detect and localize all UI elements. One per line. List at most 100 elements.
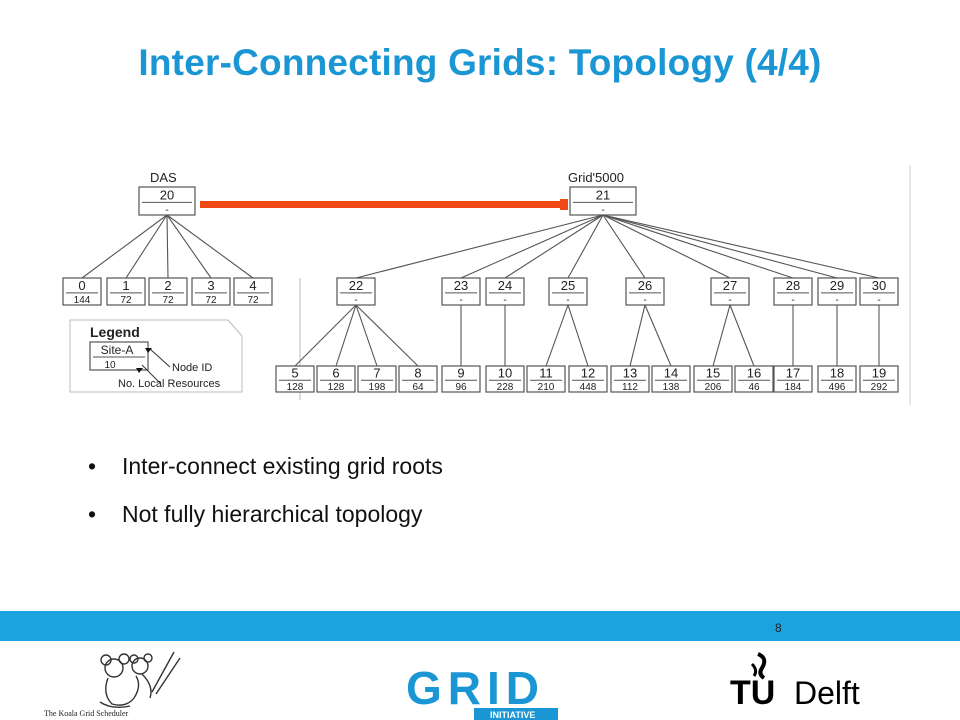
grid5000-mid-node-resources: - (459, 295, 462, 306)
das-child-node-resources: 72 (120, 295, 132, 306)
legend-site-label: Site-A (101, 343, 134, 357)
grid5000-leaf-edge (545, 304, 569, 367)
grid5000-leaf-node-resources: 128 (287, 382, 304, 393)
koala-logo-icon: The Koala Grid Scheduler (44, 651, 181, 718)
grid5000-mid-node-box (859, 277, 899, 306)
grid5000-mid-node-resources: - (354, 295, 357, 306)
das-edge (125, 214, 168, 279)
grid5000-mid-node-box (485, 277, 525, 306)
grid5000-mid-node-resources: - (643, 295, 646, 306)
grid5000-edge (460, 214, 604, 279)
topology-diagram: DAS20-0144172272372472Grid'500021-22-23-… (62, 165, 911, 405)
grid5000-leaf-node-resources: 184 (785, 382, 802, 393)
grid5000-leaf-node-id: 17 (786, 366, 800, 381)
grid5000-leaf-edge (644, 304, 672, 367)
slide-title: Inter-Connecting Grids: Topology (4/4) (138, 42, 822, 83)
page-number: 8 (775, 621, 782, 635)
grid5000-leaf-node-id: 19 (872, 366, 886, 381)
grid5000-leaf-node-id: 13 (623, 366, 637, 381)
grid5000-leaf-node-resources: 292 (871, 382, 888, 393)
grid5000-mid-node-box (441, 277, 481, 306)
inter-grid-link-end (560, 199, 568, 210)
das-child-node-box (233, 277, 273, 306)
das-child-node-resources: 72 (205, 295, 217, 306)
legend-arrow-icon (136, 368, 143, 373)
das-child-node-resources: 72 (162, 295, 174, 306)
grid5000-leaf-node-id: 14 (664, 366, 678, 381)
grid5000-root-node-id: 21 (596, 188, 610, 203)
grid5000-leaf-node-box (568, 365, 608, 393)
grid5000-mid-node-resources: - (566, 295, 569, 306)
das-edge (166, 214, 254, 279)
grid5000-leaf-edge (294, 304, 357, 367)
grid5000-leaf-edge (629, 304, 646, 367)
grid5000-edge (355, 214, 604, 279)
tudelft-logo-icon: TU Delft (730, 652, 860, 710)
das-edge (81, 214, 168, 279)
grid5000-mid-node-box (817, 277, 857, 306)
grid5000-leaf-node-id: 6 (332, 366, 339, 381)
legend-frame (69, 319, 243, 393)
das-child-node-resources: 144 (74, 295, 91, 306)
grid5000-leaf-edge (567, 304, 589, 367)
grid5000-leaf-node-box (734, 365, 774, 393)
svg-text:GRID: GRID (406, 662, 545, 714)
grid5000-leaf-node-resources: 210 (538, 382, 555, 393)
das-root-node-resources: - (165, 205, 168, 216)
grid5000-mid-node-resources: - (728, 295, 731, 306)
grid5000-leaf-node-box (526, 365, 566, 393)
grid5000-leaf-node-box (610, 365, 650, 393)
grid5000-mid-node-id: 26 (638, 278, 652, 293)
grid5000-leaf-node-box (441, 365, 481, 393)
grid5000-leaf-node-box (651, 365, 691, 393)
grid5000-mid-node-id: 29 (830, 278, 844, 293)
grid5000-label: Grid'5000 (568, 170, 624, 185)
bullet-dot-icon: • (88, 501, 97, 527)
grid5000-leaf-node-box (773, 365, 813, 393)
das-child-node-id: 1 (122, 278, 129, 293)
grid5000-edge (602, 214, 646, 279)
grid5000-leaf-edge (335, 304, 357, 367)
grid5000-leaf-node-id: 5 (291, 366, 298, 381)
grid5000-leaf-node-id: 12 (581, 366, 595, 381)
bullet-dot-icon: • (88, 453, 97, 479)
bullet-list: •Inter-connect existing grid roots •Not … (88, 452, 443, 548)
grid5000-mid-node-id: 28 (786, 278, 800, 293)
grid5000-mid-node-id: 30 (872, 278, 886, 293)
grid5000-leaf-node-id: 7 (373, 366, 380, 381)
grid5000-leaf-node-id: 9 (457, 366, 464, 381)
grid5000-mid-node-box (773, 277, 813, 306)
grid5000-leaf-node-resources: 206 (705, 382, 722, 393)
svg-text:Delft: Delft (794, 675, 860, 710)
svg-text:INITIATIVE: INITIATIVE (490, 710, 535, 720)
grid5000-mid-node-resources: - (503, 295, 506, 306)
grid5000-mid-node-box (548, 277, 588, 306)
grid5000-leaf-edge (712, 304, 731, 367)
grid5000-leaf-node-box (817, 365, 857, 393)
grid5000-leaf-node-box (357, 365, 397, 393)
grid5000-leaf-node-box (398, 365, 438, 393)
grid5000-mid-node-box (336, 277, 376, 306)
grid5000-leaf-node-box (316, 365, 356, 393)
grid5000-edge (602, 214, 880, 279)
grid5000-leaf-node-id: 10 (498, 366, 512, 381)
svg-text:TU: TU (730, 674, 775, 710)
das-child-node-box (62, 277, 102, 306)
das-child-node-id: 4 (249, 278, 256, 293)
das-edge (166, 214, 212, 279)
legend-pointer-line (149, 348, 171, 368)
grid5000-leaf-node-id: 16 (747, 366, 761, 381)
grid5000-leaf-node-resources: 96 (455, 382, 467, 393)
grid5000-leaf-edge (729, 304, 755, 367)
grid5000-mid-node-box (710, 277, 750, 306)
grid5000-leaf-node-resources: 448 (580, 382, 597, 393)
legend-arrow-icon (145, 348, 152, 353)
das-child-node-id: 3 (207, 278, 214, 293)
das-label: DAS (150, 170, 177, 185)
grid5000-edge (602, 214, 838, 279)
bullet-item: •Not fully hierarchical topology (88, 501, 423, 527)
footer-bar (0, 611, 960, 641)
grid5000-mid-node-id: 22 (349, 278, 363, 293)
grid-initiative-logo-icon: GRID INITIATIVE (406, 662, 558, 720)
grid5000-leaf-node-resources: 64 (412, 382, 424, 393)
